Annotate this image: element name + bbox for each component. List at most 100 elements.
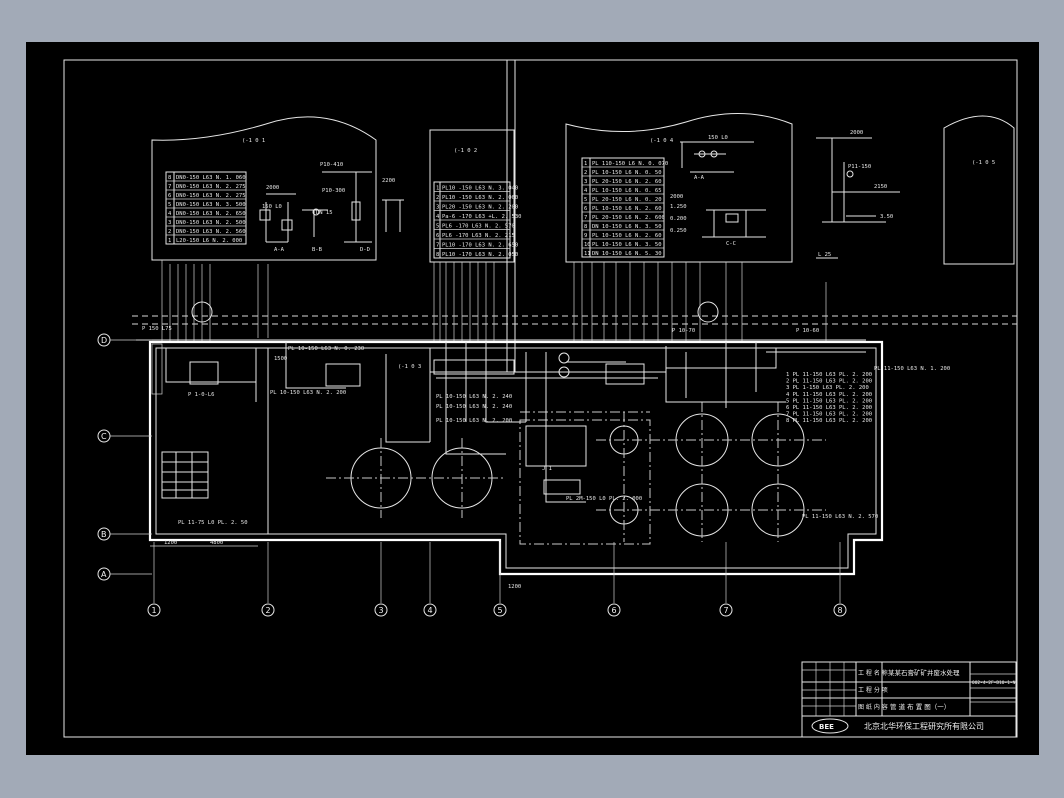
- tb-r2-label: 工 程 分 项: [858, 686, 888, 694]
- panel-105: (-1 0 5: [943, 115, 1015, 265]
- grid-col-label: 4: [428, 606, 433, 615]
- svg-text:150 L0: 150 L0: [708, 135, 728, 141]
- drawing-border: [63, 59, 1018, 738]
- svg-text:BEE: BEE: [819, 723, 834, 731]
- svg-text:PL 10-150 L63 N. 2. 200: PL 10-150 L63 N. 2. 200: [436, 418, 512, 424]
- svg-text:PL 10-150 L63 N. 2. 240: PL 10-150 L63 N. 2. 240: [436, 404, 512, 410]
- table-row: PL 20-150 L6 N. 2. 600: [592, 215, 665, 221]
- table-row-num: 8: [584, 224, 587, 230]
- title-block: 工 程 名 称 某某石膏矿矿井废水处理 工 程 分 项 图 纸 内 容 管 道 …: [801, 661, 1017, 738]
- svg-text:PL 10-150 L63 N. 0. 230: PL 10-150 L63 N. 0. 230: [288, 346, 364, 352]
- svg-text:2000: 2000: [266, 185, 279, 191]
- svg-text:PL 10-150 L63 N. 2. 240: PL 10-150 L63 N. 2. 240: [436, 394, 512, 400]
- tb-r1-value: 某某石膏矿矿井废水处理: [888, 668, 960, 677]
- grid-col-bubble: [607, 603, 621, 617]
- table-row: PL 10-150 L6 N. 2. 60: [592, 233, 662, 239]
- right-list-item: 2 PL 11-150 L63 PL. 2. 200: [786, 379, 872, 385]
- table-row: DN0-150 L63 N. 2. 500: [176, 220, 246, 226]
- svg-text:PL 11-150 L63 N. 2. 570: PL 11-150 L63 N. 2. 570: [802, 514, 878, 520]
- table-row: PL10 -170 L63 N. 2. 050: [442, 252, 518, 258]
- table-row: PL10 -150 L63 N. 2. 060: [442, 195, 518, 201]
- table-row: DN 10-150 L6 N. 3. 50: [592, 224, 662, 230]
- right-list-item: 4 PL 11-150 L63 PL. 2. 200: [786, 392, 872, 398]
- tb-r3-label: 图 纸 内 容: [858, 703, 888, 711]
- svg-text:J 1: J 1: [542, 466, 552, 472]
- right-list-item: 3 PL 1-150 L63 PL. 2. 200: [786, 385, 869, 391]
- svg-text:P 10-60: P 10-60: [796, 328, 819, 334]
- grid-col-bubble: [493, 603, 507, 617]
- grid-col-label: 1: [152, 606, 157, 615]
- table-row: PL20 -150 L63 N. 2. 200: [442, 205, 518, 211]
- table-row: PL10 -150 L63 N. 3. 040: [442, 186, 518, 192]
- svg-text:A-A: A-A: [274, 247, 285, 253]
- grid-row-label: A: [101, 570, 107, 579]
- table-row-num: 3: [436, 205, 439, 211]
- table-row-num: 5: [584, 197, 587, 203]
- svg-text:C-C: C-C: [726, 241, 736, 247]
- right-list-item: 5 PL 11-150 L63 PL. 2. 200: [786, 398, 872, 404]
- tb-r1-label: 工 程 名 称: [858, 669, 888, 677]
- table-row-num: 3: [168, 220, 171, 226]
- right-list-item: 6 PL 11-150 L63 PL. 2. 200: [786, 405, 872, 411]
- svg-text:B-B: B-B: [312, 247, 323, 253]
- table-row: PL 20-150 L6 N. 0. 20: [592, 197, 662, 203]
- table-row-num: 5: [436, 224, 439, 230]
- table-row: PL 10-150 L6 N. 0. 50: [592, 170, 662, 176]
- svg-text:A-A: A-A: [694, 175, 705, 181]
- svg-text:150 L0: 150 L0: [262, 204, 282, 210]
- table-row: DN0-150 L63 N. 2. 275: [176, 184, 246, 190]
- tb-code: 002-4-2F-D10-1-N: [972, 680, 1016, 686]
- table-row: PL 10-150 L6 N. 2. 60: [592, 206, 662, 212]
- table-row: PL10 -170 L63 N. 2. 650: [442, 243, 518, 249]
- svg-text:2200: 2200: [382, 178, 395, 184]
- svg-text:D-D: D-D: [360, 247, 370, 253]
- right-list-item: 8 PL 11-150 L63 PL. 2. 200: [786, 418, 872, 424]
- svg-text:P 10-70: P 10-70: [672, 328, 695, 334]
- drop-pipes: [161, 260, 743, 342]
- svg-text:L 25: L 25: [818, 252, 831, 258]
- grid-row-label: B: [101, 530, 107, 539]
- panel-section: 2000 P11-150 2150 3.50 L 25: [816, 130, 900, 259]
- panel-104-title: (-1 0 4: [650, 138, 674, 144]
- table-row-num: 4: [584, 188, 588, 194]
- grid-col-bubble: [374, 603, 388, 617]
- table-row-num: 2: [436, 195, 439, 201]
- svg-text:PL 11-150 L63 N. 1. 200: PL 11-150 L63 N. 1. 200: [874, 366, 950, 372]
- table-row: DN0-150 L63 N. 2. 650: [176, 211, 246, 217]
- svg-text:1200: 1200: [508, 584, 521, 590]
- svg-text:P 150 L75: P 150 L75: [142, 326, 172, 332]
- table-row-num: 7: [436, 243, 439, 249]
- table-row-num: 11: [584, 251, 591, 257]
- table-row: DN0-150 L63 N. 2. 275: [176, 193, 246, 199]
- table-row-num: 1: [436, 186, 439, 192]
- table-row: DN0-150 L63 N. 1. 060: [176, 175, 246, 181]
- table-row-num: 3: [584, 179, 587, 185]
- building-walls: [148, 340, 884, 576]
- grid-col-bubble: [423, 603, 437, 617]
- table-row-num: 6: [436, 233, 439, 239]
- grid-row-label: D: [101, 336, 107, 345]
- right-list-item: 7 PL 11-150 L63 PL. 2. 200: [786, 412, 872, 418]
- table-row-num: 5: [168, 202, 171, 208]
- svg-text:1200: 1200: [164, 540, 177, 546]
- panel-105-title: (-1 0 5: [972, 160, 995, 166]
- table-row: DN0-150 L63 N. 3. 500: [176, 202, 246, 208]
- svg-text:PL 2M-150 L0 PL. 2. 000: PL 2M-150 L0 PL. 2. 000: [566, 496, 642, 502]
- tanks: [326, 402, 826, 542]
- table-row-num: 2: [584, 170, 587, 176]
- svg-text:1500: 1500: [274, 356, 287, 362]
- svg-text:0.250: 0.250: [670, 228, 687, 234]
- table-row: PL 110-150 L6 N. 0. 070: [592, 161, 668, 167]
- table-row-num: 1: [168, 238, 171, 244]
- svg-text:2000: 2000: [850, 130, 863, 136]
- table-row: DN0-150 L63 N. 2. 560: [176, 229, 246, 235]
- grid-col-label: 7: [724, 606, 729, 615]
